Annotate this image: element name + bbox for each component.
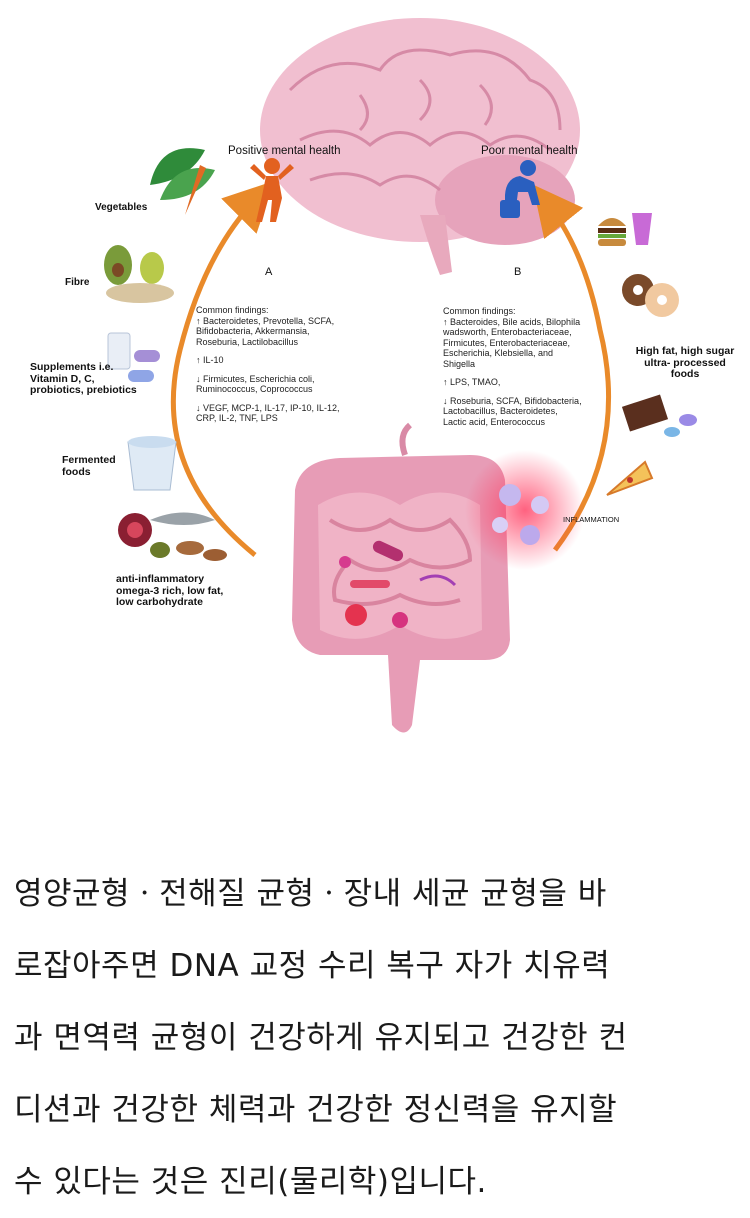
fibre-icon xyxy=(104,245,174,303)
supplements-label: Supplements i.e. Vitamin D, C, probiotic… xyxy=(30,361,137,396)
vegetables-icon xyxy=(150,148,215,215)
caption-line: 수 있다는 것은 진리(물리학)입니다. xyxy=(14,1164,487,1200)
caption-line: 과 면역력 균형이 건강하게 유지되고 건강한 컨 xyxy=(14,1020,628,1056)
cycle-arrows xyxy=(170,180,611,557)
vegetables-label: Vegetables xyxy=(95,202,148,213)
fish-and-fruit-icon xyxy=(118,512,227,561)
positive-mental-health-label: Positive mental health xyxy=(228,145,341,157)
chocolate-candy-icon xyxy=(621,394,697,437)
inflammation-glow xyxy=(465,450,585,570)
panel-b-letter: B xyxy=(514,266,522,278)
caption-line: 로잡아주면 DNA 교정 수리 복구 자가 치유력 xyxy=(14,948,611,984)
panel-a-letter: A xyxy=(265,266,273,278)
caption-line: 디션과 건강한 체력과 건강한 정신력을 유지할 xyxy=(14,1092,618,1128)
findings-panel-a: Common findings: ↑ Bacteroidetes, Prevot… xyxy=(196,305,340,423)
yogurt-icon xyxy=(127,436,177,491)
anti-inflammatory-diet-label: anti-inflammatory omega-3 rich, low fat,… xyxy=(116,573,224,608)
inflammation-label: INFLAMMATION xyxy=(563,515,620,524)
burger-soda-icon xyxy=(598,213,652,246)
fermented-foods-label: Fermented foods xyxy=(62,454,116,478)
caption-paragraph: 영양균형ㆍ전해질 균형ㆍ장내 세균 균형을 바 로잡아주면 DNA 교정 수리 … xyxy=(14,858,738,1218)
poor-mental-health-label: Poor mental health xyxy=(481,145,578,157)
pizza-icon xyxy=(606,460,654,496)
findings-panel-b: Common findings: ↑ Bacteroides, Bile aci… xyxy=(443,306,582,427)
intestine-illustration xyxy=(292,422,510,733)
fibre-label: Fibre xyxy=(65,277,90,288)
supplements-icon xyxy=(107,332,160,382)
gut-brain-diagram: Positive mental health Poor mental healt… xyxy=(30,18,735,733)
diagram-artwork xyxy=(104,18,697,733)
high-fat-foods-label: High fat, high sugar ultra- processed fo… xyxy=(635,345,735,380)
poor-person-icon xyxy=(500,160,540,218)
positive-person-icon xyxy=(250,158,294,222)
donut-icon xyxy=(622,274,679,317)
caption-line: 영양균형ㆍ전해질 균형ㆍ장내 세균 균형을 바 xyxy=(14,876,607,912)
